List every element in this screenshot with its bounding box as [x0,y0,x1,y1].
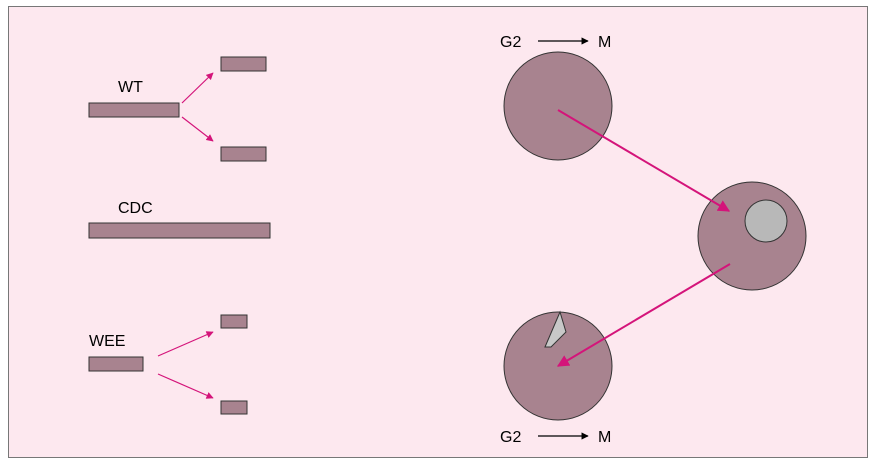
wt-parent-cell [88,102,180,118]
spindle-body [544,310,567,348]
wt-daughter-cell-top [220,56,267,72]
wee-daughter-cell-bottom [220,400,248,415]
wee-parent-cell [88,356,144,372]
top-transition-to: M [598,34,611,51]
g2-cell-top [503,51,613,161]
wt-arrow-up [181,72,214,104]
nucleus [744,199,788,243]
cdc-cell [88,222,271,239]
wee-label: WEE [89,333,125,350]
cdc-label: CDC [118,200,153,217]
wee-arrow-up [157,331,214,357]
top-transition-from: G2 [500,34,521,51]
wt-daughter-cell-bottom [220,146,267,162]
wee-daughter-cell-top [220,314,248,329]
cycle-arrow-right-to-bottom [556,263,731,367]
wee-arrow-down [157,373,214,399]
bottom-transition-to: M [598,429,611,446]
wt-label: WT [118,79,143,96]
cycle-arrow-top-to-right [557,109,731,212]
bottom-transition-from: G2 [500,429,521,446]
wt-arrow-down [181,116,214,142]
